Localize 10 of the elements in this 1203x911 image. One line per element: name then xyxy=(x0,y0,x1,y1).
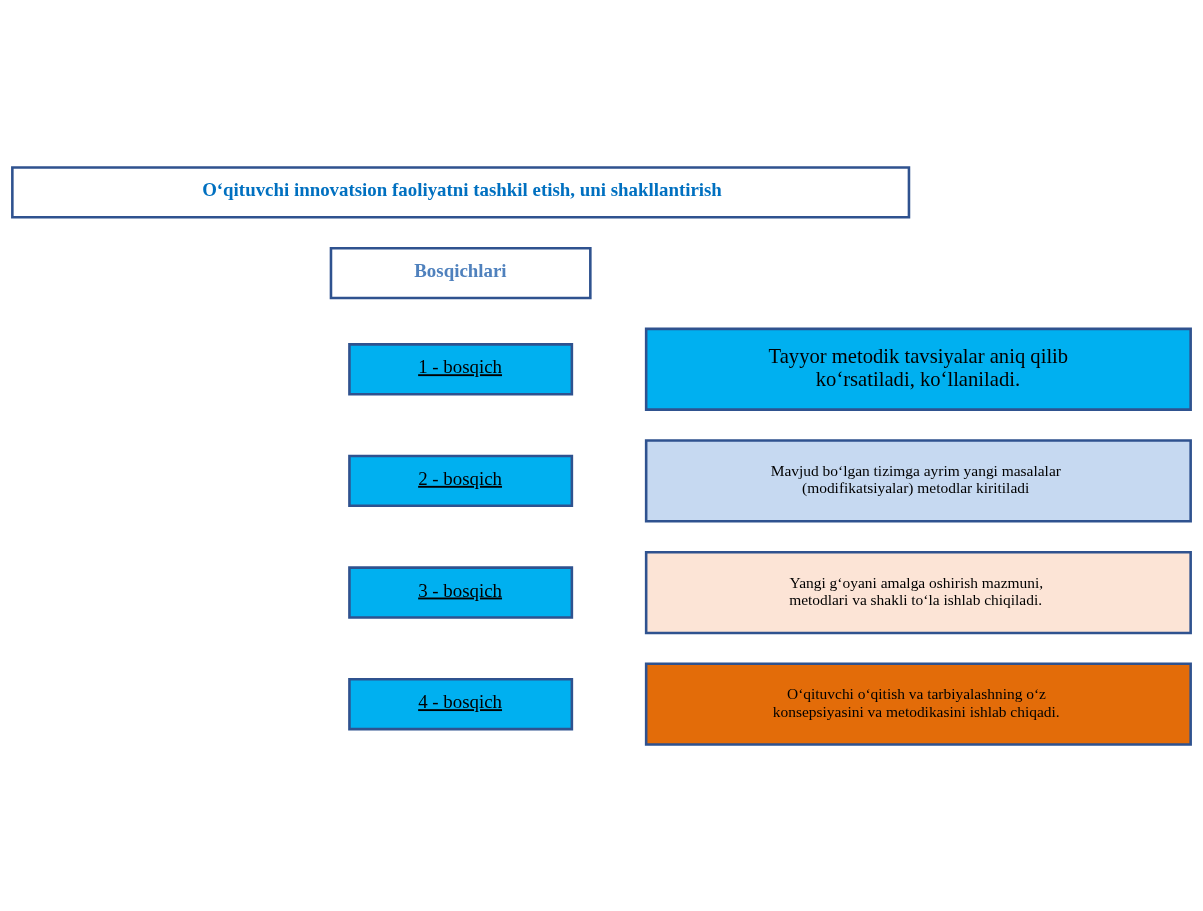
node-box: 3 - bosqich xyxy=(348,565,574,619)
node-box: 1 - bosqich xyxy=(348,342,574,395)
node-box: 2 - bosqich xyxy=(348,454,574,507)
node-box: 4 - bosqich xyxy=(348,677,574,730)
node-box: O‘qituvchi o‘qitish va tarbiyalashning o‘z konsepsiyasini va metodikasini ishlab chiqadi. xyxy=(644,662,1192,746)
node-box: Bosqichlari xyxy=(329,246,592,299)
node-box: Tayyor metodik tavsiyalar aniq qilib ko‘rsatiladi, ko‘llaniladi. xyxy=(644,327,1192,411)
node-box: O‘qituvchi innovatsion faoliyatni tashkil etish, uni shakllantirish xyxy=(11,165,911,219)
node-box: Yangi g‘oyani amalga oshirish mazmuni, metodlari va shakli to‘la ishlab chiqiladi. xyxy=(644,550,1192,634)
node-box: Mavjud bo‘lgan tizimga ayrim yangi masalalar (modifikatsiyalar) metodlar kiritiladi xyxy=(644,438,1192,523)
